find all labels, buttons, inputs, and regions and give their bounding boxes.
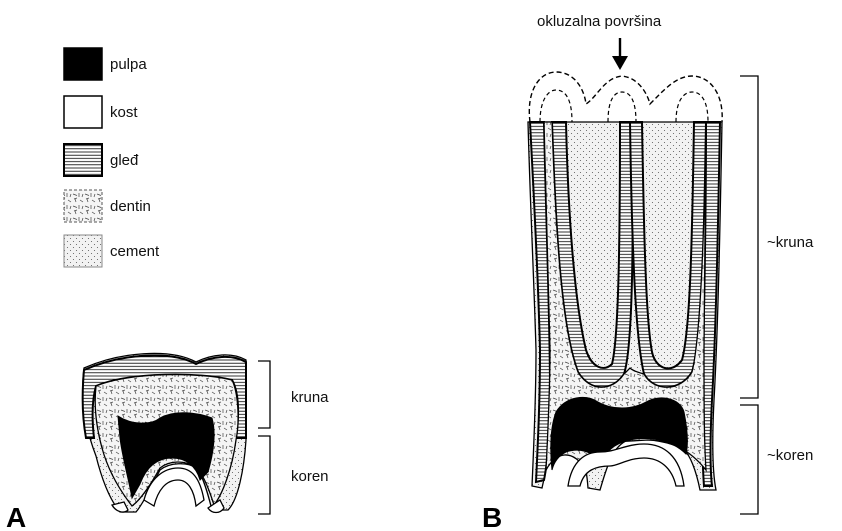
panel-b-brackets: ~kruna ~koren [740, 76, 814, 514]
panel-b-root-bracket [740, 405, 758, 514]
panel-a-letter: A [6, 502, 26, 531]
legend-swatch-kost [64, 96, 102, 128]
legend-label-pulpa: pulpa [110, 56, 147, 73]
panel-b-worn-inner-left [540, 90, 572, 122]
legend-label-cement: cement [110, 243, 160, 260]
legend-item-cement: cement [64, 235, 160, 267]
legend-label-kost: kost [110, 104, 138, 121]
legend-swatch-cement [64, 235, 102, 267]
occlusal-surface-label: okluzalna površina [537, 13, 662, 30]
panel-b-worn-inner-mid [608, 92, 636, 122]
legend: pulpa kost gleđ dentin cement [64, 48, 160, 267]
legend-label-gled: gleđ [110, 152, 139, 169]
panel-a-brackets: kruna koren [258, 361, 329, 514]
panel-a-crown-label: kruna [291, 389, 329, 406]
panel-a-crown-bracket [258, 361, 270, 428]
panel-a-root-label: koren [291, 468, 329, 485]
panel-b-crown-bracket [740, 76, 758, 398]
legend-label-dentin: dentin [110, 198, 151, 215]
panel-b-crown-label: ~kruna [767, 234, 814, 251]
panel-b-worn-outline [529, 72, 722, 122]
legend-swatch-gled [64, 144, 102, 176]
panel-b-root-label: ~koren [767, 447, 813, 464]
legend-item-kost: kost [64, 96, 138, 128]
panel-a-root-bracket [258, 436, 270, 514]
panel-b-letter: B [482, 502, 502, 531]
legend-item-pulpa: pulpa [64, 48, 147, 80]
legend-swatch-pulpa [64, 48, 102, 80]
panel-b-tooth [528, 72, 722, 490]
legend-item-dentin: dentin [64, 190, 151, 222]
panel-b-worn-inner-right [676, 92, 708, 122]
panel-b-occlusal-surface: okluzalna površina [537, 13, 662, 70]
panel-a-tooth [83, 353, 246, 512]
legend-item-gled: gleđ [64, 144, 139, 176]
legend-swatch-dentin [64, 190, 102, 222]
occlusal-arrow-head [612, 56, 628, 70]
